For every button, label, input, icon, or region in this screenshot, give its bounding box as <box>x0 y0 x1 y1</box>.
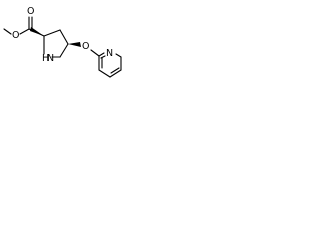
bond-pyr-2 <box>98 69 111 78</box>
bond-pyr-3-inner <box>110 67 120 74</box>
bond-methyl-o <box>3 28 12 35</box>
bond-pyr-3 <box>109 69 122 78</box>
bond-c3-c4 <box>59 29 69 45</box>
atom-label-methyl-oxygen: O <box>12 30 19 41</box>
atom-label-pyridine-nitrogen: N <box>106 48 113 59</box>
bond-pyr-6-inner <box>100 55 106 59</box>
atom-label-ring-nh-hydrogen: H <box>42 53 49 64</box>
wedge-ether-stereo <box>68 42 81 47</box>
atom-label-ring-nitrogen: N <box>47 53 54 64</box>
bond-c4-c5 <box>59 43 69 58</box>
structure-canvas: O O N H O N <box>0 0 131 103</box>
bond-o-carbonyl <box>19 28 30 35</box>
atom-label-ether-oxygen: O <box>82 41 89 52</box>
bond-alpha-c3 <box>43 29 61 37</box>
bond-ether-pyridine <box>90 49 100 57</box>
molecule-diagram: O O N H O N <box>3 6 122 78</box>
bond-pyr-5 <box>115 53 122 58</box>
atom-label-carbonyl-oxygen: O <box>27 6 34 17</box>
bond-pyr-6 <box>98 52 105 57</box>
wedge-alpha-stereo <box>30 27 44 36</box>
